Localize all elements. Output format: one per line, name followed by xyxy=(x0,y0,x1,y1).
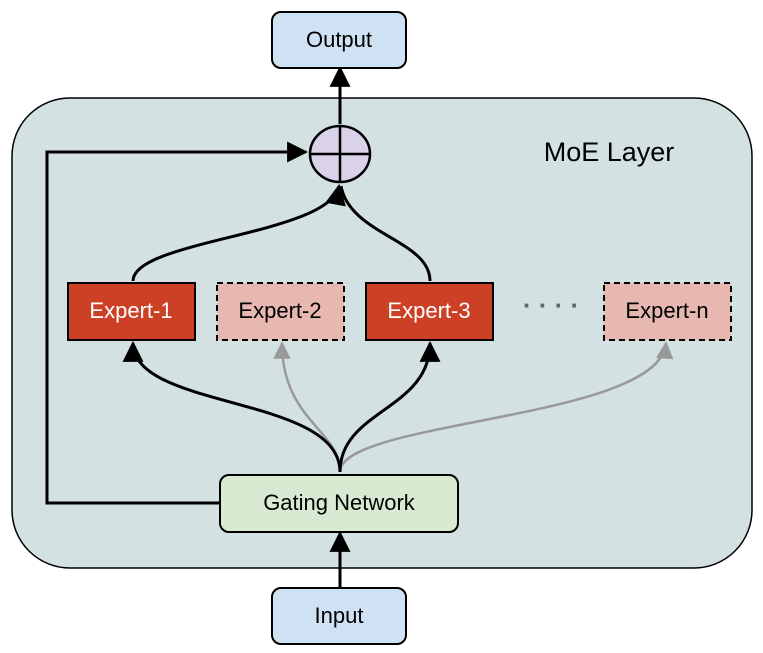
expert-3-label: Expert-3 xyxy=(387,298,470,323)
edge-expert-3-to-combiner xyxy=(339,185,432,282)
edge-gating-to-expert-3 xyxy=(338,340,441,473)
input-label: Input xyxy=(315,603,364,628)
input-node: Input xyxy=(271,587,407,645)
edge-gating-to-expert-n xyxy=(338,341,674,473)
output-node: Output xyxy=(271,11,407,69)
experts-ellipsis: · · · · xyxy=(523,290,579,320)
edge-gating-to-expert-1 xyxy=(122,340,342,473)
expert-2-node: Expert-2 xyxy=(216,282,345,341)
edge-gating-to-combiner xyxy=(45,141,309,505)
expert-3-node: Expert-3 xyxy=(365,282,494,341)
edge-expert-1-to-combiner xyxy=(131,183,346,282)
gating-network-label: Gating Network xyxy=(263,490,416,515)
expert-n-node: Expert-n xyxy=(603,282,732,341)
moe-layer-label: MoE Layer xyxy=(544,137,675,167)
expert-1-label: Expert-1 xyxy=(89,298,172,323)
active-routing-edges xyxy=(45,65,441,588)
expert-n-label: Expert-n xyxy=(625,298,708,323)
expert-1-node: Expert-1 xyxy=(67,282,196,341)
output-label: Output xyxy=(306,27,372,52)
gating-network-node: Gating Network xyxy=(219,474,459,533)
circle-plus-icon xyxy=(308,124,372,184)
expert-2-label: Expert-2 xyxy=(238,298,321,323)
